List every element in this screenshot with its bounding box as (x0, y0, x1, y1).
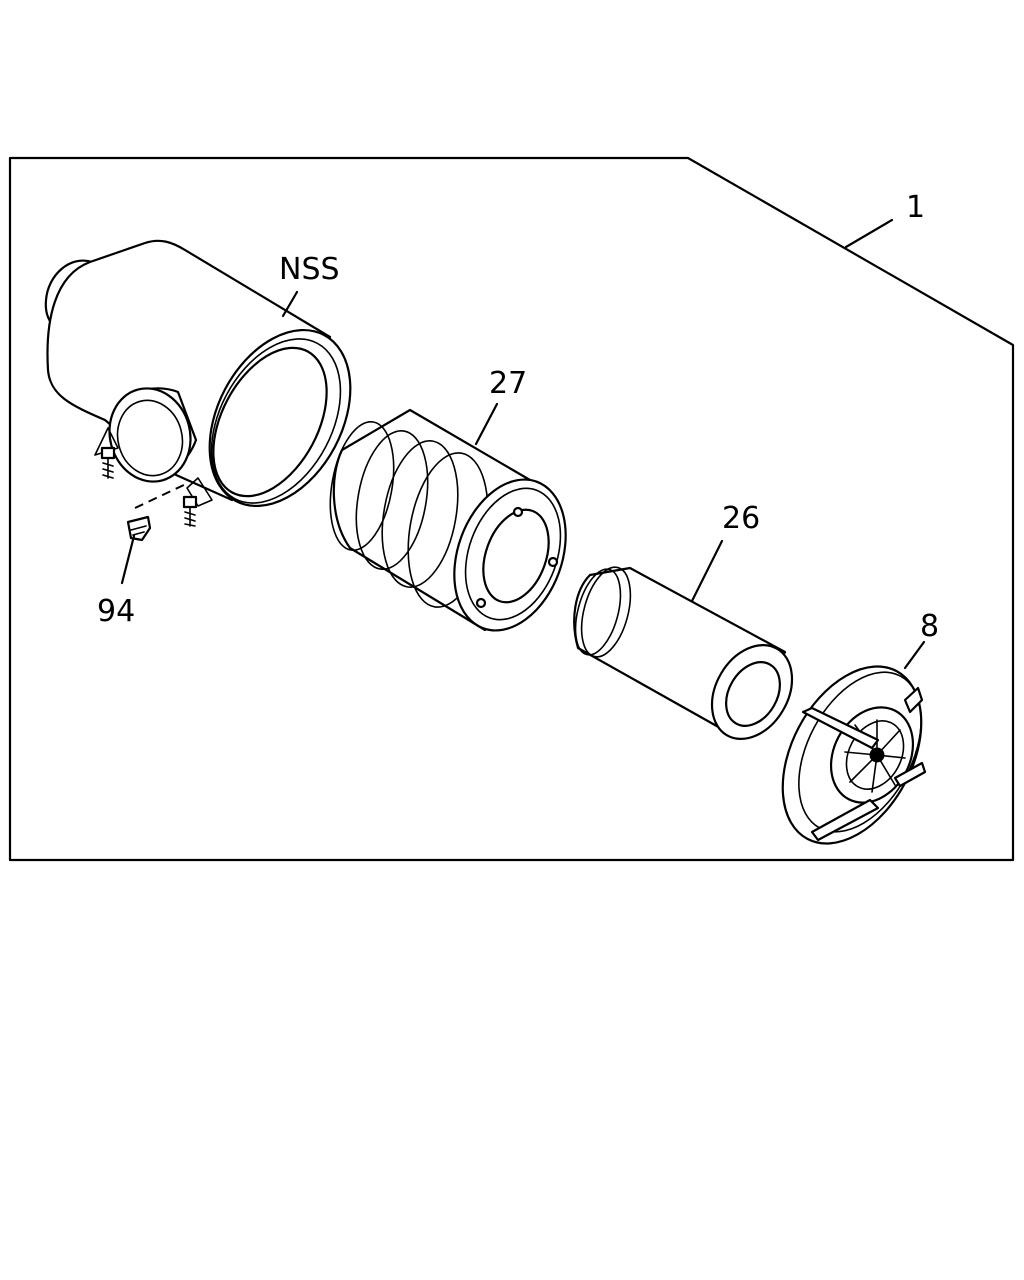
leader-line-nss (281, 290, 299, 318)
leader-line-1 (844, 218, 894, 249)
bolt-left (100, 446, 116, 479)
callout-label-94: 94 (97, 594, 135, 629)
callout-label-8: 8 (920, 609, 939, 644)
safety-filter-element (573, 566, 794, 740)
diagram-frame (8, 156, 1015, 862)
air-cleaner-housing (44, 239, 352, 527)
bolt-right (182, 495, 198, 527)
callout-label-26: 26 (722, 501, 760, 536)
callout-label-27: 27 (489, 366, 527, 401)
leader-line-27 (474, 402, 499, 446)
primary-filter-element (329, 408, 567, 632)
end-cover (781, 665, 927, 845)
leader-line-94 (120, 534, 136, 585)
clamp-part (126, 515, 152, 542)
leader-line-8 (903, 640, 926, 670)
callout-label-nss: NSS (279, 252, 340, 287)
leader-line-26 (690, 539, 724, 603)
callout-label-1: 1 (906, 190, 925, 225)
